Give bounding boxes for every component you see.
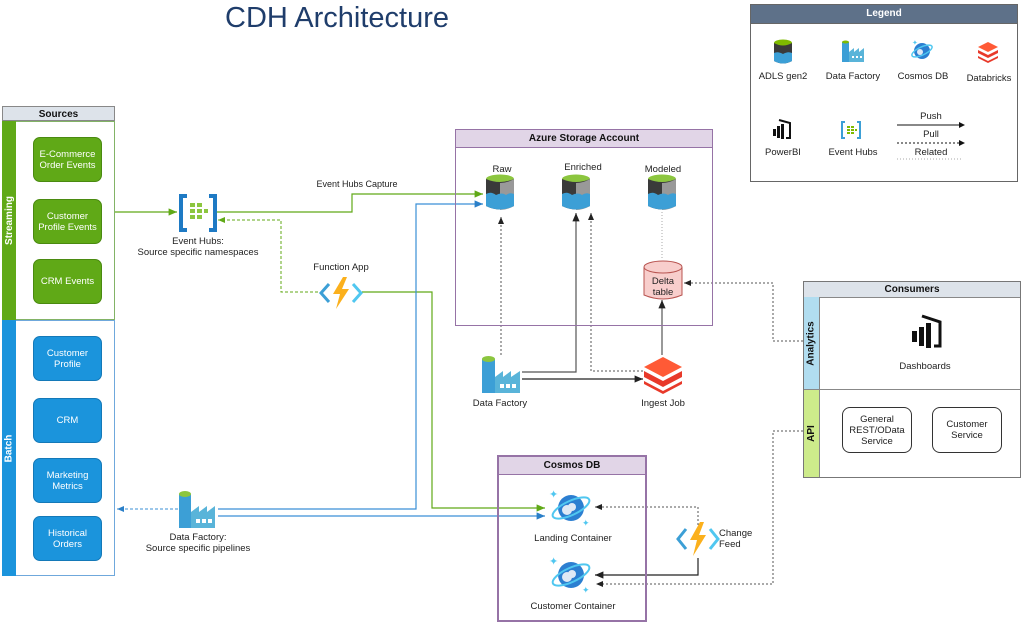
event-hubs-capture-label: Event Hubs Capture: [316, 179, 398, 189]
legend-related-line: [897, 158, 963, 160]
legend-label-event-hubs: Event Hubs: [828, 147, 878, 158]
landing-container-icon[interactable]: ✦✦: [549, 488, 593, 533]
page-title: CDH Architecture: [225, 2, 450, 34]
streaming-lane-label: Streaming: [2, 121, 16, 320]
delta-table-icon[interactable]: [643, 260, 683, 307]
layer-modeled-label: Modeled: [644, 164, 682, 175]
legend-push-label: Push: [920, 111, 942, 122]
batch-lane-label: Batch: [2, 320, 16, 576]
change-feed-function-icon[interactable]: [676, 521, 720, 562]
storage-account-panel: Azure Storage Account Raw Enriched Model…: [455, 129, 713, 326]
analytics-lane-label: Analytics: [804, 297, 820, 389]
powerbi-dashboards-icon[interactable]: [909, 313, 943, 356]
source-marketing-metrics[interactable]: Marketing Metrics: [33, 458, 102, 503]
api-lane-label: API: [804, 390, 820, 477]
legend-label-cosmos: Cosmos DB: [897, 71, 949, 82]
ingest-job-label: Ingest Job: [641, 398, 685, 409]
legend-label-adls: ADLS gen2: [758, 71, 808, 82]
data-factory-pipelines-label: Data Factory:Source specific pipelines: [145, 532, 251, 554]
source-customer-profile-events[interactable]: Customer Profile Events: [33, 199, 102, 244]
source-crm[interactable]: CRM: [33, 398, 102, 443]
databricks-ingest-job-icon[interactable]: [643, 356, 683, 399]
legend-push-arrow: [897, 122, 965, 128]
cosmos-db-header: Cosmos DB: [499, 457, 645, 475]
powerbi-icon: [771, 117, 793, 146]
adls-gen2-icon: [773, 39, 793, 70]
legend-label-databricks: Databricks: [966, 73, 1012, 84]
legend-pull-arrow: [897, 140, 965, 146]
sources-header: Sources: [2, 106, 115, 121]
legend-pull-label: Pull: [923, 129, 939, 140]
legend-panel: Legend ADLS gen2 Data Factory ✦ Cosmos D…: [750, 4, 1018, 182]
cosmos-db-icon: ✦: [910, 39, 934, 68]
customer-container-icon[interactable]: ✦✦: [549, 555, 593, 600]
analytics-to-delta-line: [684, 280, 803, 342]
consumers-header: Consumers: [804, 282, 1020, 298]
pipelines-to-raw-line: [218, 200, 483, 510]
ingestjob-to-enriched-line: [588, 213, 643, 372]
databricks-icon: [977, 41, 999, 68]
data-factory-pipelines-icon[interactable]: [178, 490, 218, 533]
sources-panel: Sources Streaming E-Commerce Order Event…: [2, 106, 115, 576]
event-hubs-label: Event Hubs:Source specific namespaces: [137, 236, 259, 258]
streaming-lane: Streaming E-Commerce Order Events Custom…: [2, 121, 115, 320]
source-ecommerce-order-events[interactable]: E-Commerce Order Events: [33, 137, 102, 182]
storage-account-header: Azure Storage Account: [456, 130, 712, 148]
changefeed-to-landing-line: [595, 504, 699, 525]
legend-related-label: Related: [914, 147, 948, 158]
data-factory-label: Data Factory: [472, 398, 528, 409]
customer-container-label: Customer Container: [530, 601, 616, 612]
functionapp-to-eventhubs-line: [218, 217, 318, 293]
eventhubs-capture-line: [215, 190, 483, 213]
analytics-lane: Analytics Dashboards: [804, 297, 1020, 390]
source-customer-profile[interactable]: Customer Profile: [33, 336, 102, 381]
legend-label-powerbi: PowerBI: [765, 147, 801, 158]
batch-lane: Batch Customer Profile CRM Marketing Met…: [2, 320, 115, 576]
data-factory-icon[interactable]: [481, 355, 523, 398]
function-app-label: Function App: [313, 262, 369, 273]
landing-container-label: Landing Container: [534, 533, 612, 544]
svg-text:✦: ✦: [549, 489, 558, 501]
data-factory-icon: [841, 39, 865, 68]
changefeed-to-customer-line: [595, 558, 699, 579]
function-app-icon[interactable]: [318, 276, 364, 315]
legend-label-data-factory: Data Factory: [825, 71, 881, 82]
datafactory-to-enriched-line: [522, 213, 580, 373]
svg-text:✦: ✦: [582, 518, 590, 528]
modeled-storage-icon[interactable]: [646, 174, 678, 217]
dashboards-label: Dashboards: [899, 361, 951, 372]
source-crm-events[interactable]: CRM Events: [33, 259, 102, 304]
layer-raw-label: Raw: [492, 164, 512, 175]
source-historical-orders[interactable]: Historical Orders: [33, 516, 102, 561]
functionapp-to-landing-line: [362, 291, 545, 512]
event-hubs-icon: [841, 121, 861, 144]
raw-storage-icon[interactable]: [484, 174, 516, 217]
svg-text:✦: ✦: [549, 556, 558, 568]
consumers-panel: Consumers Analytics Dashboards API Gener…: [803, 281, 1021, 478]
svg-text:✦: ✦: [582, 585, 590, 595]
event-hubs-icon[interactable]: [179, 194, 217, 237]
legend-header: Legend: [751, 5, 1017, 24]
svg-text:✦: ✦: [912, 39, 918, 47]
enriched-storage-icon[interactable]: [560, 174, 592, 217]
layer-enriched-label: Enriched: [564, 162, 602, 173]
cosmos-db-panel: Cosmos DB Landing Container Customer Con…: [497, 455, 647, 622]
